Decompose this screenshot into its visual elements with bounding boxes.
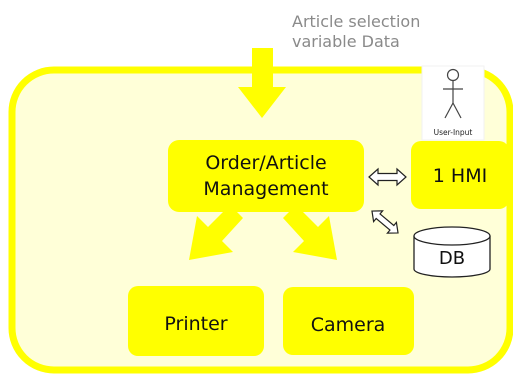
- user-input-label: User-Input: [434, 128, 473, 137]
- hmi-label: 1 HMI: [433, 165, 487, 187]
- order-article-line2: Management: [203, 178, 328, 200]
- hmi-box: [411, 141, 509, 209]
- printer-label: Printer: [164, 313, 227, 335]
- order-to-camera-arrow: [283, 205, 337, 260]
- db-cylinder-icon: [413, 226, 491, 278]
- user-stick-figure-icon: [443, 68, 463, 119]
- db-label: DB: [439, 248, 465, 269]
- input-label-line1: Article selection: [292, 12, 420, 31]
- order-db-double-arrow: [371, 210, 399, 234]
- order-article-management-box: [168, 140, 364, 212]
- camera-box: [283, 287, 414, 355]
- camera-label: Camera: [311, 314, 386, 336]
- order-hmi-double-arrow: [368, 167, 407, 187]
- order-article-line1: Order/Article: [205, 152, 326, 174]
- input-label-line2: variable Data: [292, 32, 400, 51]
- order-to-printer-arrow: [189, 205, 243, 260]
- input-down-arrow: [238, 48, 286, 118]
- printer-box: [128, 286, 264, 356]
